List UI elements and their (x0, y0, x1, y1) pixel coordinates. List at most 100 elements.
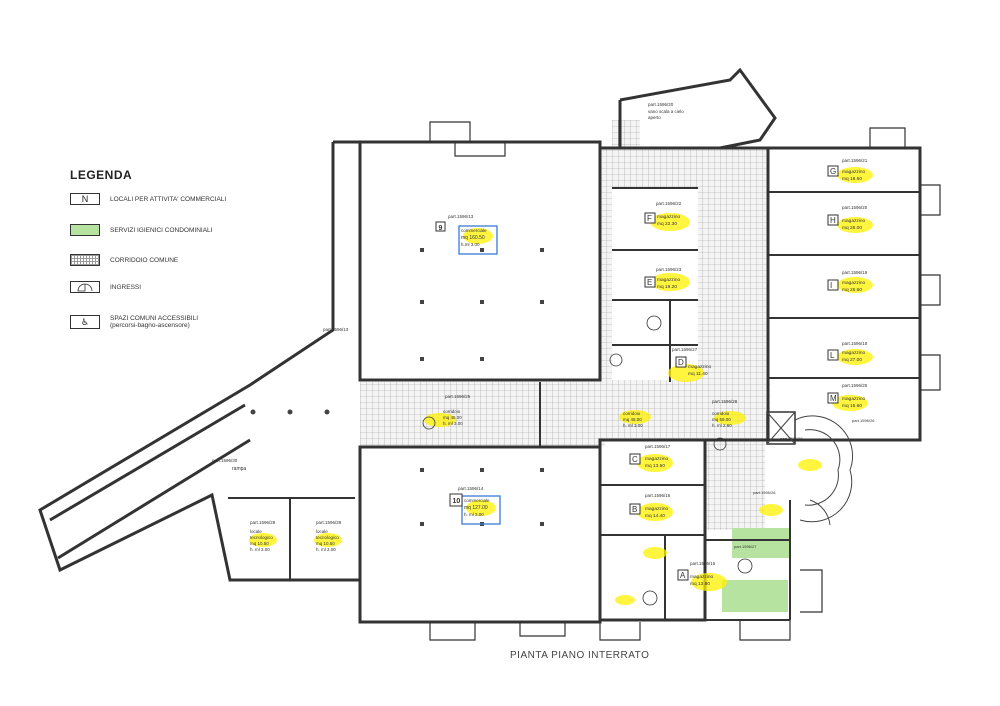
room-area: mq 22.30 (657, 221, 677, 227)
parcel-label: part.1596/23 (656, 267, 682, 272)
room-label: vano scala a cielo (648, 109, 684, 114)
room-letter-boxes (435, 165, 839, 581)
room-area: mq 11.40 (688, 371, 708, 377)
room-label: magazzino (842, 396, 866, 402)
room-area: mq 10.50 (250, 541, 269, 546)
room-letter: 10 (453, 498, 461, 505)
room-area: mq 10.50 (316, 541, 335, 546)
room-area: mq 59.00 (712, 417, 731, 422)
room-area: mq 45.00 (623, 417, 642, 422)
room-letter: E (647, 278, 652, 287)
parcel-label: part.1596/21 (842, 158, 868, 163)
corridor-area (360, 120, 770, 530)
room-height: h. ml 3.00 (443, 421, 463, 426)
legend-item-toilets: SERVIZI IGIENICI CONDOMINIALI (70, 223, 212, 237)
room-label: magazzino (842, 169, 866, 175)
toilet-areas (722, 528, 790, 612)
stairwell (766, 411, 854, 526)
room-height: h. ml 2.60 (712, 423, 732, 428)
room-area: mq 45.00 (443, 415, 462, 420)
room-label: magazzino (657, 214, 681, 220)
legend-label: CORRIDOIO COMUNE (110, 256, 179, 264)
windows (429, 121, 941, 641)
parcel-label: part.1596/26 (445, 394, 471, 399)
room-area: mq 15.60 (842, 403, 862, 409)
legend-item-commercial: N LOCALI PER ATTIVITA' COMMERCIALI (70, 192, 226, 206)
room-letter: C (632, 455, 638, 464)
door-arc-icon (70, 281, 100, 293)
room-area: mq 26.60 (842, 287, 862, 293)
room-height: h. ml 3.00 (250, 547, 270, 552)
legend-label: SERVIZI IGIENICI CONDOMINIALI (110, 226, 213, 234)
wheelchair-icon: ♿ (70, 315, 100, 329)
legend-label-group: SPAZI COMUNI ACCESSIBILI (percorsi-bagno… (110, 315, 198, 329)
legend-title: LEGENDA (70, 168, 133, 182)
room-letter: D (678, 358, 684, 367)
room-area: mq 27.00 (842, 357, 862, 363)
room-label: magazzino (688, 364, 712, 370)
room-label: magazzino (842, 280, 866, 286)
room-label: magazzino (842, 350, 866, 356)
room-area: mq 13.50 (645, 463, 665, 469)
commercial-label-frames (458, 225, 501, 525)
walls (38, 67, 922, 624)
room-label: magazzino (657, 277, 681, 283)
room-height: h.ml 3.00 (461, 242, 480, 247)
parcel-label: part.1596/19 (842, 270, 868, 275)
parcel-label: part.1596/27 (734, 544, 757, 549)
parcel-label: part.1596/26 (753, 490, 776, 495)
parcel-label: part.1596/20 (842, 205, 868, 210)
room-height: h. ml 3.00 (464, 512, 484, 517)
room-letter: H (830, 216, 836, 225)
parcel-label: part.1596/20 (648, 102, 674, 107)
room-letter: A (680, 571, 686, 580)
room-height: h. ml 3.00 (623, 423, 643, 428)
legend-green-swatch (70, 224, 100, 236)
legend-sublabel: (percorsi-bagno-ascensore) (110, 322, 190, 329)
legend-label: SPAZI COMUNI ACCESSIBILI (110, 315, 199, 322)
room-label: commerciale (464, 498, 490, 503)
room-label: tecnologico (250, 535, 273, 540)
room-letter: M (830, 394, 837, 403)
room-label: tecnologico (316, 535, 339, 540)
parcel-label: part.1596/28 (780, 436, 803, 441)
parcel-label: part.1596/29 (316, 520, 342, 525)
room-letter: L (830, 351, 835, 360)
interior-walls (228, 187, 920, 621)
parcel-label: part.1596/17 (645, 444, 671, 449)
parcel-label: part.1596/18 (842, 341, 868, 346)
room-letter: 9 (439, 225, 443, 232)
legend-label: INGRESSI (110, 283, 142, 291)
room-label: corridoio (712, 411, 730, 416)
room-label: magazzino (645, 506, 669, 512)
room-letter: G (830, 167, 836, 176)
room-area: mq 160.50 (461, 235, 485, 241)
room-label: magazzino (842, 218, 866, 224)
legend-item-entrances: INGRESSI (70, 280, 141, 294)
parcel-label: part.1596/28 (712, 399, 738, 404)
room-area: mq 13.80 (690, 581, 710, 587)
parcel-label: part.1596/22 (656, 201, 682, 206)
room-height: h. ml 3.00 (316, 547, 336, 552)
room-area: mq 127.00 (464, 505, 488, 511)
room-label: locale (250, 529, 262, 534)
room-label: locale (316, 529, 328, 534)
room-area: mq 14.40 (645, 513, 665, 519)
legend-grid-swatch (70, 254, 100, 266)
parcel-label: part.1596/15 (690, 561, 716, 566)
room-area: mq 19.20 (657, 284, 677, 290)
parcel-label: part.1596/13 (448, 214, 474, 219)
room-letter: B (632, 505, 637, 514)
highlights (249, 167, 873, 605)
room-label: commerciale (461, 228, 487, 233)
accessible-icons (422, 315, 753, 606)
room-area: mq 18.50 (842, 176, 862, 182)
parcel-label: part.1596/14 (458, 486, 484, 491)
room-label: corridoio (443, 409, 461, 414)
parcel-label: part.1596/29 (250, 520, 276, 525)
legend-symbol-box: N (70, 193, 100, 205)
room-label: aperto (648, 115, 661, 120)
legend-item-accessible: ♿ SPAZI COMUNI ACCESSIBILI (percorsi-bag… (70, 311, 198, 333)
legend-label: LOCALI PER ATTIVITA' COMMERCIALI (110, 195, 227, 203)
